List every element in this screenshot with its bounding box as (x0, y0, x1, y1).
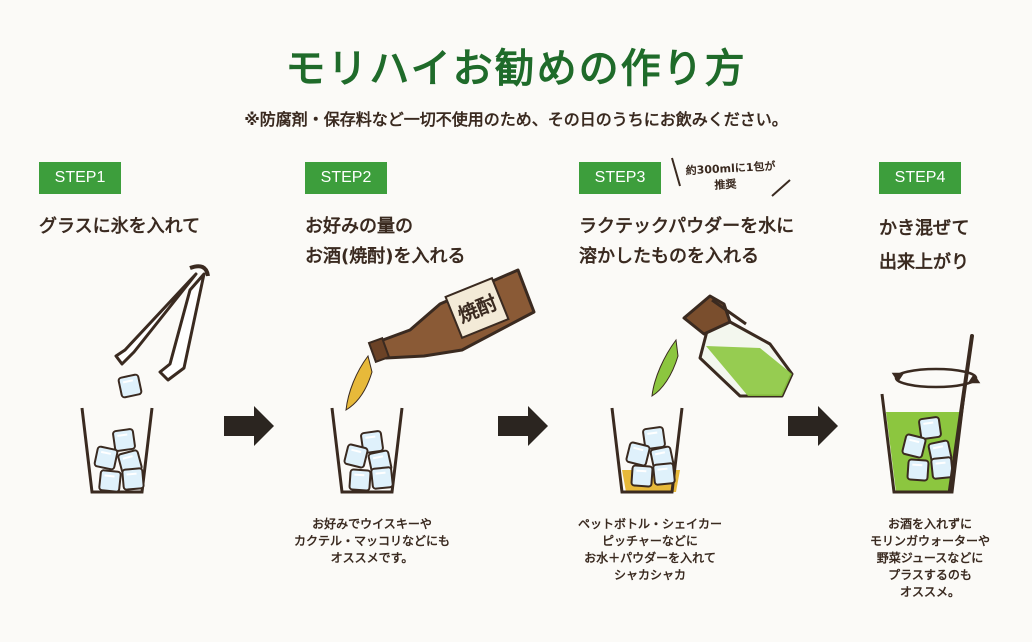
step2-badge: STEP2 (305, 162, 387, 194)
caption-line: 野菜ジュースなどに (876, 551, 984, 565)
stirring-stick (948, 334, 974, 492)
step3-badge: STEP3 (579, 162, 661, 194)
shochu-bottle-icon: 焼酎 (367, 268, 536, 364)
step3-heading-line: 溶かしたものを入れる (579, 246, 759, 267)
step1-heading: グラスに氷を入れて (39, 212, 200, 242)
caption-line: シャカシャカ (613, 568, 686, 582)
arrow-right-icon (498, 406, 548, 446)
caption-line: ペットボトル・シェイカー (577, 517, 722, 531)
step3-heading: ラクテックパウダーを水に 溶かしたものを入れる (579, 212, 794, 272)
tongs-icon (114, 264, 210, 382)
step3-heading-line: ラクテックパウダーを水に (579, 216, 795, 237)
step2-caption: お好みでウイスキーや カクテル・マッコリなどにも オススメです。 (272, 516, 472, 567)
caption-line: お酒を入れずに (887, 517, 972, 531)
step1-glass-icon (80, 407, 154, 494)
step2-heading-line: お酒(焼酎)を入れる (305, 246, 466, 267)
caption-line: オススメ。 (899, 585, 960, 599)
arrow-right-icon (224, 406, 274, 446)
shochu-stream (345, 354, 373, 411)
step4-caption: お酒を入れずに モリンガウォーターや 野菜ジュースなどに プラスするのも オスス… (830, 516, 1030, 601)
caption-line: オススメです。 (330, 551, 414, 565)
step1-heading-line: グラスに氷を入れて (39, 216, 201, 237)
step2-heading: お好みの量の お酒(焼酎)を入れる (305, 212, 465, 272)
falling-ice-icon (117, 373, 143, 399)
green-stream (651, 338, 679, 397)
arrow-right-icon (788, 406, 838, 446)
page-title: モリハイお勧めの作り方 (285, 46, 747, 92)
caption-line: カクテル・マッコリなどにも (293, 534, 450, 548)
caption-line: お水＋パウダーを入れて (584, 551, 716, 565)
step1-badge: STEP1 (39, 162, 121, 194)
caption-line: モリンガウォーターや (869, 534, 990, 548)
step3-caption: ペットボトル・シェイカー ピッチャーなどに お水＋パウダーを入れて シャカシャカ (545, 516, 755, 584)
step4-heading-line: かき混ぜて (879, 218, 970, 239)
step3-glass-icon (610, 407, 684, 494)
step2-heading-line: お好みの量の (305, 216, 413, 237)
step4-badge: STEP4 (879, 162, 961, 194)
step2-glass-icon (330, 407, 404, 494)
usage-note: ※防腐剤・保存料など一切不使用のため、その日のうちにお飲みください。 (244, 110, 788, 129)
step4-heading-line: 出来上がり (879, 252, 969, 273)
caption-line: お好みでウイスキーや (312, 517, 432, 531)
step4-heading: かき混ぜて 出来上がり (879, 212, 970, 280)
hand-note-slashes (671, 157, 791, 197)
caption-line: プラスするのも (888, 568, 972, 582)
pitcher-icon (682, 294, 794, 398)
caption-line: ピッチャーなどに (602, 534, 698, 548)
stir-rotation-icon (891, 367, 981, 389)
